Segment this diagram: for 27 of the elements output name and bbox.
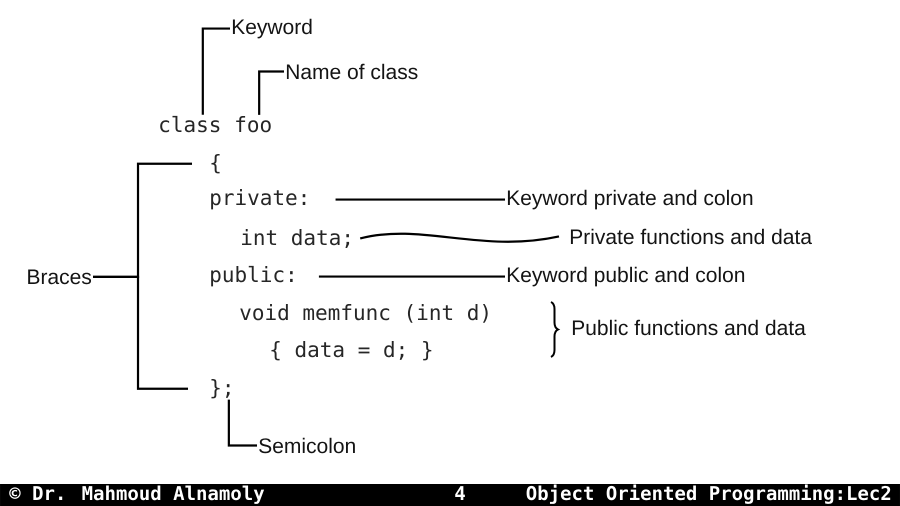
code-text: int data; — [242, 229, 350, 248]
leader-line — [336, 198, 505, 201]
code-text: }; — [211, 379, 230, 398]
callout-label: Semicolon — [259, 438, 355, 454]
code-text: { — [211, 154, 220, 174]
leader-line — [93, 276, 188, 390]
leader-line — [360, 232, 560, 243]
leader-line — [318, 275, 505, 278]
code-text: public: — [211, 266, 293, 286]
callout-label: Braces — [28, 270, 92, 284]
code-text: class — [160, 116, 220, 132]
callout-label: Private functions and data — [570, 228, 812, 244]
code-text: void memfunc (int d) — [240, 304, 488, 323]
callout-label: Keyword — [232, 18, 312, 38]
leader-line — [202, 27, 230, 115]
callout-label: Public functions and data — [572, 320, 806, 336]
code-text: foo — [236, 116, 271, 132]
callout-label: Keyword private and colon — [508, 190, 752, 210]
code-text: { data = d; } — [271, 341, 432, 360]
footer-text: © Dr. Mahmoud Alnamoly — [9, 486, 264, 504]
code-text: private: — [211, 189, 306, 210]
callout-label: Name of class — [286, 64, 418, 80]
leader-line — [228, 400, 257, 447]
callout-label: Keyword public and colon — [508, 266, 744, 286]
page-number: 4 — [455, 486, 465, 500]
leader-line — [258, 70, 284, 115]
footer-text: Object Oriented Programming:Lec2 — [526, 484, 890, 504]
